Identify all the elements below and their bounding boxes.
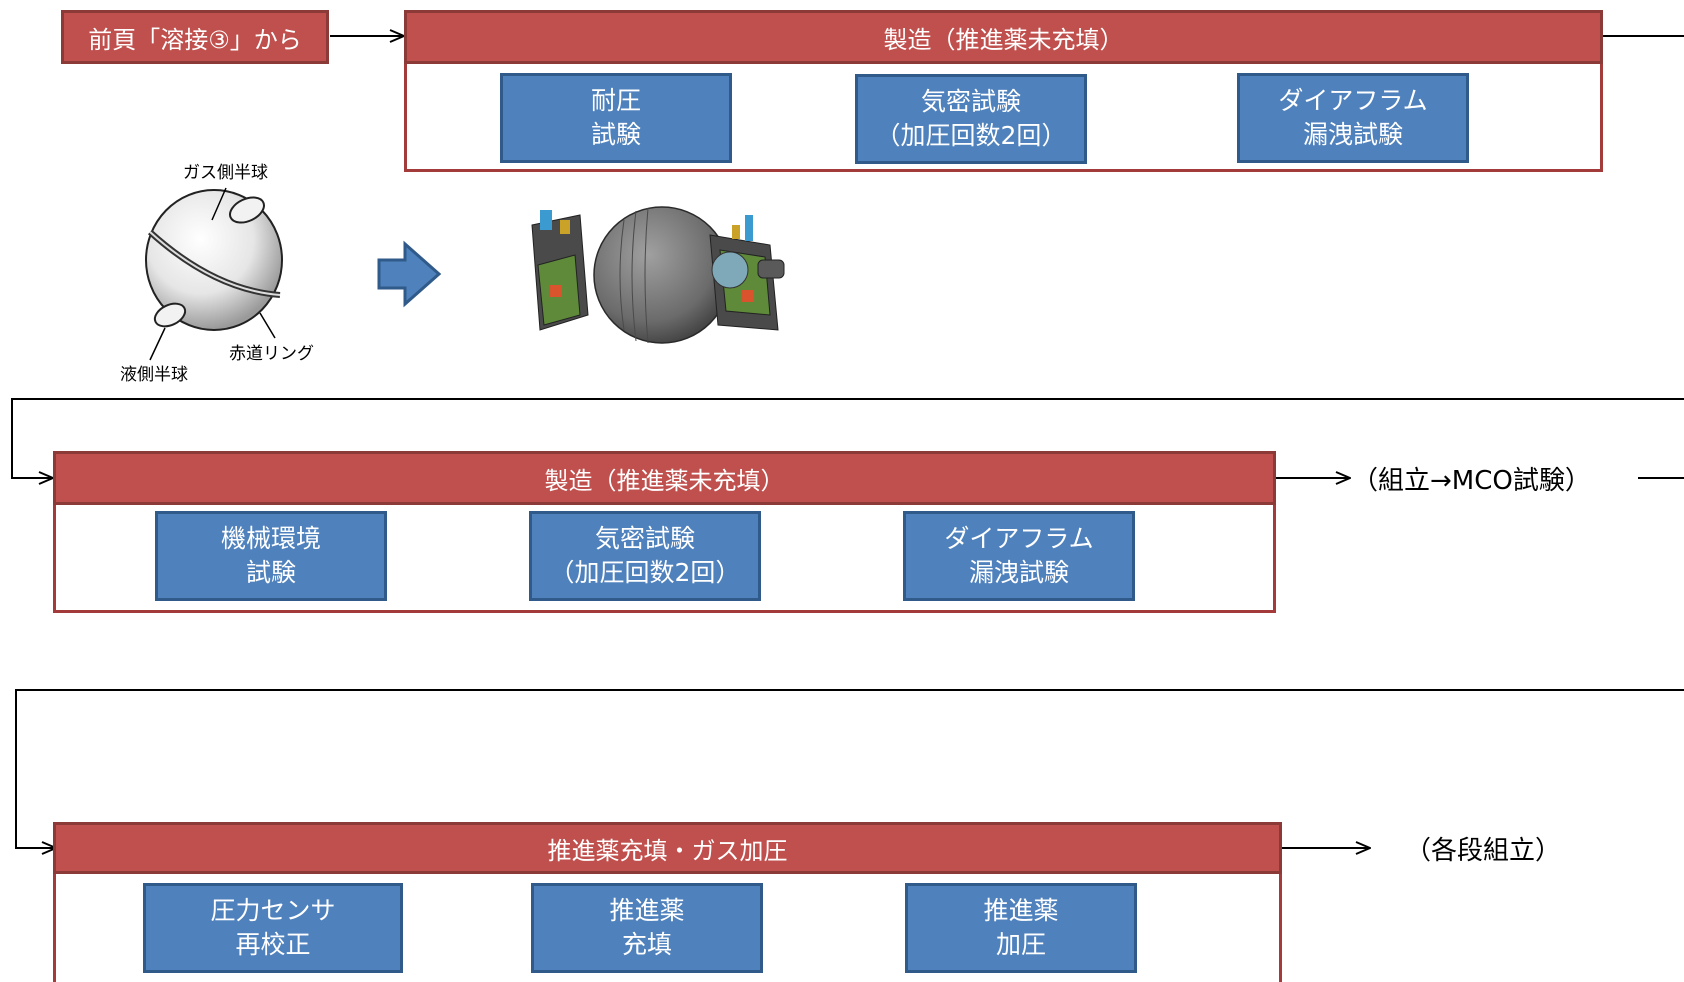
item-line1: 機械環境 [220, 524, 321, 553]
tank-sphere-figure [145, 187, 283, 361]
stage1-item-3: ダイアフラム 漏洩試験 [1237, 73, 1469, 163]
stage1-item-2: 気密試験 （加圧回数2回） [855, 74, 1087, 164]
gas-hemisphere-label: ガス側半球 [183, 163, 268, 183]
item-line2: 試験 [245, 558, 296, 587]
item-line1: 推進薬 [983, 896, 1059, 925]
equator-ring-label: 赤道リング [229, 344, 314, 364]
stage2-item-3: ダイアフラム 漏洩試験 [903, 511, 1135, 601]
stage3-feed-line [15, 689, 1684, 848]
stage3-title: 推進薬充填・ガス加圧 [547, 836, 788, 865]
propulsion-assembly-illustration [531, 206, 785, 344]
item-line1: 圧力センサ [210, 896, 336, 925]
liquid-hemisphere-label: 液側半球 [120, 365, 188, 385]
item-line2: 加圧 [995, 930, 1046, 959]
stage3-item-1: 圧力センサ 再校正 [143, 883, 403, 973]
stage3-item-3: 推進薬 加圧 [905, 883, 1137, 973]
stage1-title: 製造（推進薬未充填） [883, 25, 1124, 54]
stage2-item-2: 気密試験 （加圧回数2回） [529, 511, 761, 601]
stage2-header: 製造（推進薬未充填） [53, 451, 1276, 505]
item-line2: 漏洩試験 [1302, 120, 1403, 149]
stage2-next-label: （組立→MCO試験） [1352, 466, 1591, 496]
item-line1: ダイアフラム [1278, 86, 1428, 115]
stage2-item-1: 機械環境 試験 [155, 511, 387, 601]
item-line2: （加圧回数2回） [875, 121, 1067, 150]
item-line2: 再校正 [235, 930, 311, 959]
stage2-feed-line [11, 398, 1684, 478]
item-line1: 気密試験 [594, 524, 695, 553]
process-arrow-icon [377, 240, 442, 308]
stage2-title: 製造（推進薬未充填） [544, 466, 785, 495]
stage1-header: 製造（推進薬未充填） [404, 10, 1603, 64]
start-label: 前頁「溶接③」から [88, 25, 302, 54]
item-line1: 推進薬 [609, 896, 685, 925]
item-line1: ダイアフラム [944, 524, 1094, 553]
item-line2: 充填 [621, 930, 672, 959]
item-line2: （加圧回数2回） [549, 558, 741, 587]
item-line1: 耐圧 [590, 86, 641, 115]
stage1-item-1: 耐圧 試験 [500, 73, 732, 163]
item-line2: 試験 [590, 120, 641, 149]
item-line1: 気密試験 [920, 87, 1021, 116]
stage3-next-label: （各段組立） [1405, 836, 1562, 866]
stage3-header: 推進薬充填・ガス加圧 [53, 822, 1282, 874]
item-line2: 漏洩試験 [968, 558, 1069, 587]
stage3-item-2: 推進薬 充填 [531, 883, 763, 973]
start-label-box: 前頁「溶接③」から [61, 10, 329, 64]
